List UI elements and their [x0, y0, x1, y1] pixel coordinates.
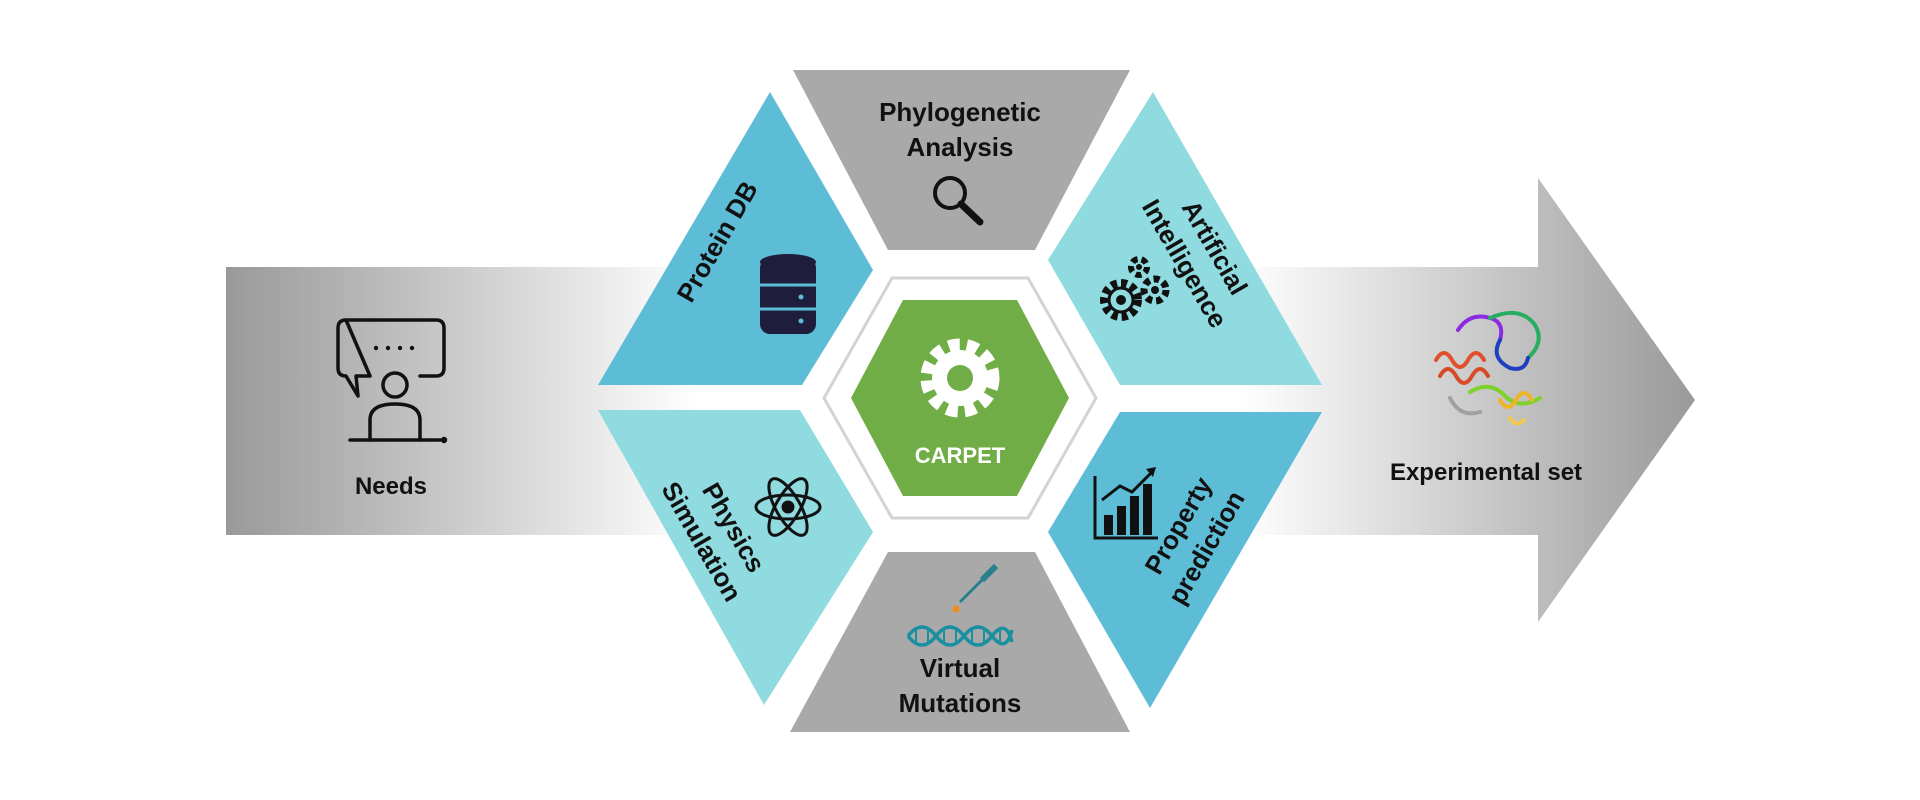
- needs-band: [226, 267, 696, 535]
- segment-property-prediction: Property prediction: [1048, 412, 1322, 708]
- segment-lower-right-shape: [1048, 412, 1322, 708]
- virtual-label-line1: Virtual: [920, 653, 1000, 683]
- segment-top-shape: [793, 70, 1130, 250]
- carpet-core: CARPET: [822, 276, 1098, 520]
- phylogenetic-label-line2: Analysis: [907, 132, 1014, 162]
- segment-lower-left-shape: [598, 410, 873, 705]
- person-speech-bubble-icon: [336, 318, 448, 444]
- needs-panel: Needs: [226, 267, 696, 535]
- carpet-label: CARPET: [915, 443, 1006, 468]
- virtual-label-line2: Mutations: [899, 688, 1022, 718]
- segment-virtual-mutations: Virtual Mutations: [790, 552, 1130, 732]
- magnifier-icon: [933, 176, 984, 226]
- protein-structure-icon: [1434, 310, 1542, 426]
- dna-syringe-icon: [906, 563, 1014, 647]
- experimental-set-label: Experimental set: [1390, 459, 1582, 486]
- segment-physics-simulation: Physics Simulation: [598, 410, 873, 705]
- gears-icon: [1100, 256, 1170, 321]
- segment-artificial-intelligence: Artificial Intelligence: [1048, 92, 1322, 385]
- needs-label: Needs: [355, 473, 427, 500]
- atom-icon: [754, 477, 822, 537]
- experimental-arrow: Experimental set: [1240, 178, 1695, 622]
- gear-icon: [920, 338, 1000, 418]
- phylogenetic-label-line1: Phylogenetic: [879, 97, 1041, 127]
- bar-chart-icon: [1093, 467, 1158, 540]
- experimental-arrow-shape: [1240, 178, 1695, 622]
- segment-phylogenetic-analysis: Phylogenetic Analysis: [793, 70, 1130, 250]
- database-icon: [760, 254, 816, 334]
